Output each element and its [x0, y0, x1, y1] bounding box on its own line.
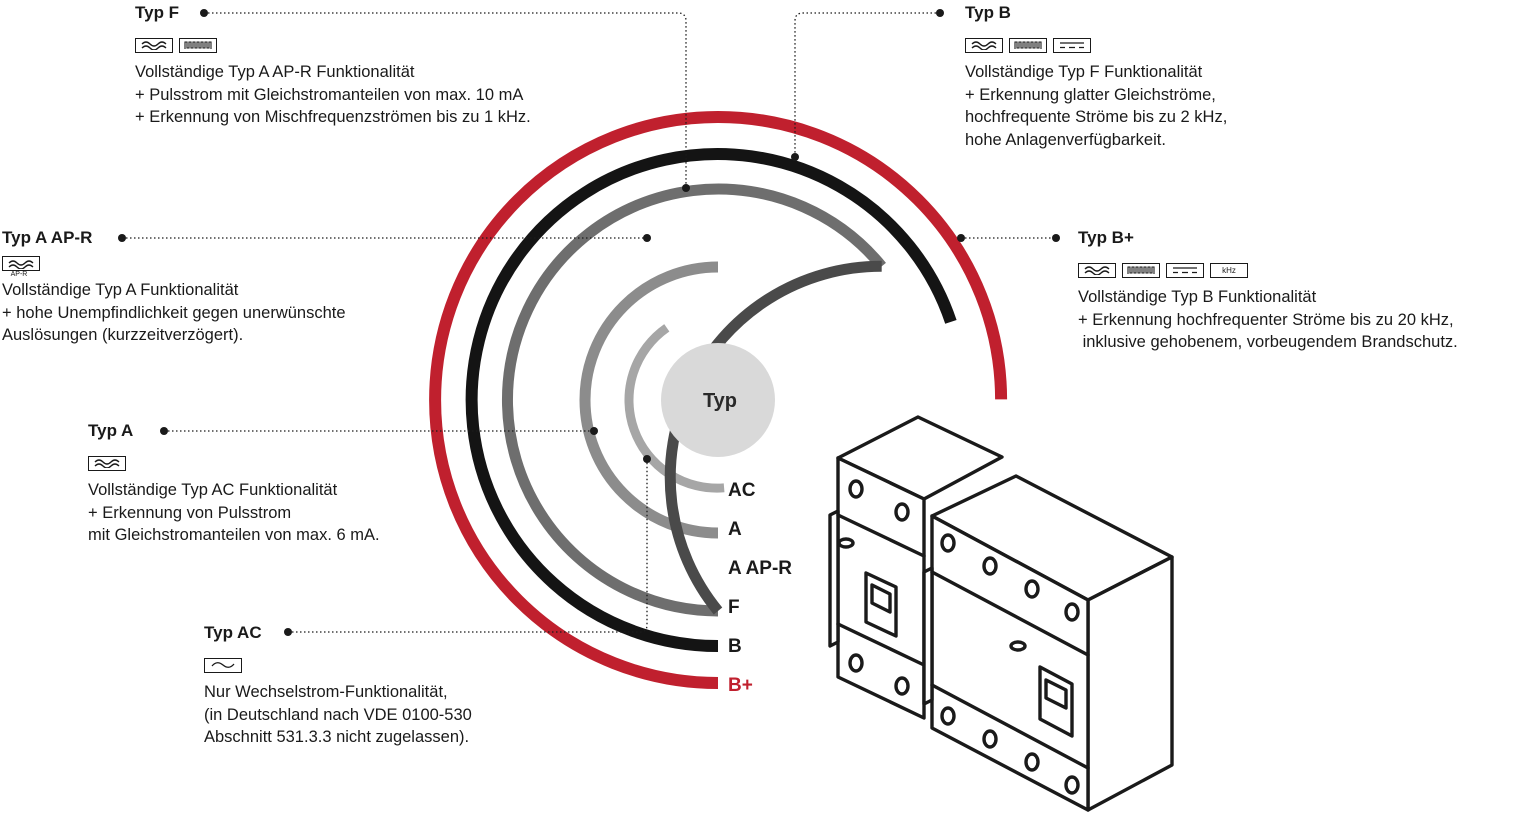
leader-dot — [118, 234, 126, 242]
ring-label-a-apr: A AP-R — [728, 558, 792, 579]
leader-dot — [936, 9, 944, 17]
typ-ac-symbols — [204, 655, 472, 675]
ring-a — [579, 261, 719, 539]
typ-b-plus-title: Typ B+ — [1078, 228, 1134, 247]
typ-f-block: Typ F Vollständige Typ A AP-R Funktional… — [135, 3, 531, 129]
typ-b-description: Vollständige Typ F Funktionalität + Erke… — [965, 63, 1228, 149]
typ-f-description: Vollständige Typ A AP-R Funktionalität +… — [135, 63, 531, 126]
leader-dot — [682, 184, 690, 192]
leader-dot — [160, 427, 168, 435]
leader-dot — [957, 234, 965, 242]
typ-a-apr-description: Vollständige Typ A Funktionalität + hohe… — [2, 281, 346, 344]
ring-label-a: A — [728, 519, 742, 540]
leader-dot — [791, 153, 799, 161]
typ-a-apr-symbols: AP-R — [2, 256, 346, 279]
direct-current-icon — [1053, 37, 1091, 53]
high-frequency-icon — [1009, 37, 1047, 53]
typ-b-plus-description: Vollständige Typ B Funktionalität + Erke… — [1078, 288, 1458, 351]
ring-b — [465, 148, 957, 652]
typ-a-apr-title: Typ A AP-R — [2, 228, 93, 247]
center-circle — [661, 343, 775, 457]
mixed-wave-icon — [2, 256, 40, 271]
typ-a-symbols — [88, 453, 380, 473]
typ-a-apr-block: Typ A AP-R AP-R Vollständige Typ A Funkt… — [2, 228, 346, 347]
khz-icon: kHz — [1210, 262, 1248, 278]
typ-f-symbols — [135, 35, 531, 55]
mixed-wave-icon — [88, 455, 126, 471]
typ-b-plus-symbols: kHz — [1078, 260, 1458, 280]
typ-b-plus-block: Typ B+ kHz Vollständige Typ B Funktional… — [1078, 228, 1458, 354]
leader-dot — [643, 455, 651, 463]
ring-label-ac: AC — [728, 480, 756, 501]
leader-dot — [643, 234, 651, 242]
ring-b-plus — [429, 111, 1008, 689]
ring-label-b: B — [728, 636, 742, 657]
leader-dot — [590, 427, 598, 435]
ap-r-caption: AP-R — [10, 271, 28, 278]
leader-dot — [284, 628, 292, 636]
typ-ac-description: Nur Wechselstrom-Funktionalität, (in Deu… — [204, 683, 472, 746]
center-label: Typ — [703, 390, 737, 412]
typ-a-title: Typ A — [88, 421, 134, 440]
ring-label-b-plus: B+ — [728, 675, 753, 696]
typ-b-title: Typ B — [965, 3, 1011, 22]
direct-current-icon — [1166, 262, 1204, 278]
high-frequency-icon — [1122, 262, 1160, 278]
rcd-device-illustration — [828, 415, 1174, 812]
leader-typ-ac — [288, 459, 648, 633]
typ-f-title: Typ F — [135, 3, 180, 22]
typ-a-description: Vollständige Typ AC Funktionalität + Erk… — [88, 481, 380, 544]
sine-wave-icon — [204, 657, 242, 673]
typ-b-symbols — [965, 35, 1227, 55]
typ-b-block: Typ B Vollständige Typ F Funktionalität … — [965, 3, 1227, 151]
typ-ac-title: Typ AC — [204, 623, 262, 642]
ring-a-apr — [502, 183, 886, 617]
ring-label-f: F — [728, 597, 740, 618]
leader-typ-f — [204, 12, 687, 188]
mixed-wave-icon — [1078, 262, 1116, 278]
leader-dot — [200, 9, 208, 17]
typ-ac-block: Typ AC Nur Wechselstrom-Funktionalität, … — [204, 623, 472, 749]
leader-dot — [1052, 234, 1060, 242]
mixed-wave-icon — [135, 37, 173, 53]
ring-ac — [624, 324, 725, 493]
mixed-wave-icon — [965, 37, 1003, 53]
leader-typ-b — [794, 12, 940, 157]
high-frequency-icon — [179, 37, 217, 53]
typ-a-block: Typ A Vollständige Typ AC Funktionalität… — [88, 421, 380, 547]
